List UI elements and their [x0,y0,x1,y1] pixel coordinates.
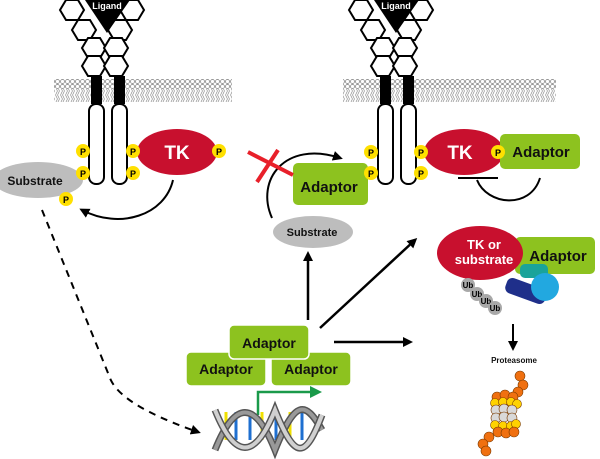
receptor-tail-right-2 [400,103,417,185]
adaptor-label-bound-tk: Adaptor [512,144,570,161]
proteasome-label: Proteasome [491,356,537,365]
inhibit-cross-b [255,148,280,184]
ubiquitin-label: Ub [481,297,492,306]
tk-or-substrate-label-1: TK or [467,237,501,252]
adaptor-top [228,324,310,360]
ligand-triangle-left [85,0,130,33]
adaptor-label-degradation: Adaptor [529,248,587,265]
adaptor-label-top: Adaptor [242,335,296,351]
inhibition-curve-adaptor [476,177,541,202]
phosphorylation-arrow-left [79,179,174,220]
adaptor-label-bottom-right: Adaptor [284,361,338,377]
tk-left [137,129,217,175]
transcription-arrow [256,386,322,415]
phospho-label: P [495,148,501,158]
phospho-label: P [418,148,424,158]
phospho-label: P [80,169,86,179]
phospho-label: P [80,147,86,157]
phospho-label: P [418,169,424,179]
ubiquitin-label: Ub [472,290,483,299]
transmembrane-right-1 [380,76,391,104]
tk-or-substrate-label-2: substrate [455,252,514,267]
e3-ligase-blue [531,273,559,301]
dashed-path-to-dna [41,209,201,435]
phospho-label: P [130,147,136,157]
receptor-tail-right-1 [377,103,394,185]
tk-or-substrate [437,226,523,280]
substrate-left [0,162,83,198]
blocked-substrate-pathway: Substrate [247,148,353,248]
ligand-label-right: Ligand [381,1,411,11]
phospho-sites-left: P P P P P P [59,144,226,206]
adaptor-bottom-left [185,351,267,387]
transmembrane-left-1 [91,76,102,104]
proteasome-icon [477,370,529,457]
substrate-label-left: Substrate [7,174,63,188]
ubiquitin-chain: Ub Ub Ub Ub [461,278,502,315]
phospho-label: P [368,148,374,158]
adaptor-cluster: Adaptor Adaptor Adaptor [185,237,418,387]
ligand-label-left: Ligand [92,1,122,11]
phospho-label: P [130,169,136,179]
ubiquitin-label: Ub [490,304,501,313]
receptor-tail-left-1 [88,103,105,185]
phospho-label: P [63,195,69,205]
tk-label-left: TK [164,143,190,164]
dna-transcription [41,209,326,459]
adaptor-label-bottom-left: Adaptor [199,361,253,377]
adaptor-bound-receptor [293,163,368,205]
transmembrane-left-2 [114,76,125,104]
ubiquitin-label: Ub [463,281,474,290]
dna-helix [211,400,326,459]
ubiquitin-degradation: Adaptor TK or substrate Ub Ub Ub Ub Prot… [437,226,595,457]
transmembrane-right-2 [403,76,414,104]
phospho-label: P [368,169,374,179]
right-receptor-complex: Ligand TK Adaptor Adaptor P P P P P [293,0,580,205]
arrow-to-receptor [319,237,418,329]
receptor-tail-left-2 [111,103,128,185]
substrate-label-middle: Substrate [287,227,338,239]
left-receptor-complex: Ligand TK Substrate P P P P P P [0,0,232,220]
ligand-triangle-right [374,0,419,33]
adaptor-label-bound-receptor: Adaptor [300,179,358,196]
tk-right [424,129,504,175]
adaptor-bound-tk [500,134,580,169]
substrate-middle [273,216,353,248]
phospho-label: P [216,147,222,157]
membrane-left [54,78,232,102]
tk-label-right: TK [447,143,473,164]
membrane-right [343,78,556,102]
phospho-sites-right: P P P P P [364,145,505,180]
